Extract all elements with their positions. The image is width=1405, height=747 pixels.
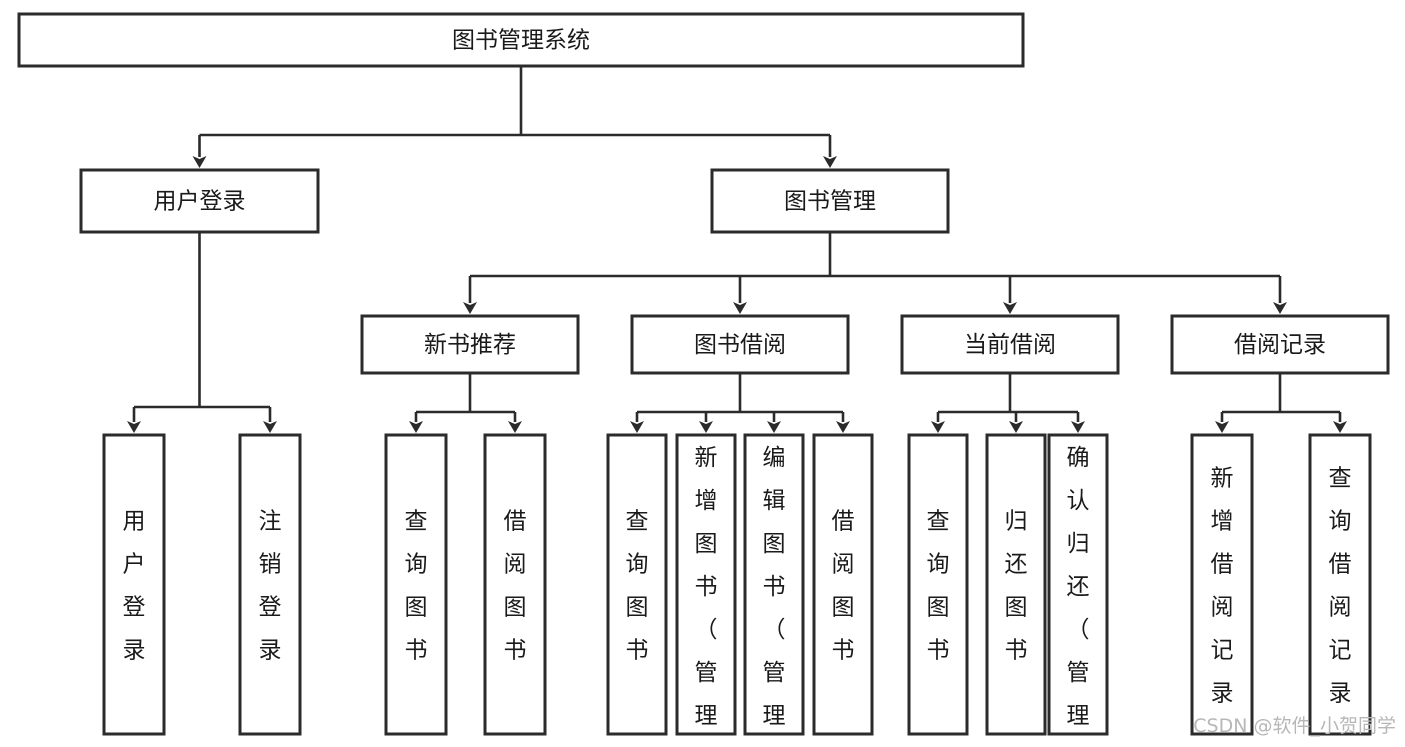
node-label: 图书管理系统	[452, 28, 590, 54]
node-label: 用户登录	[123, 509, 146, 664]
node-leaf-query-book-rec[interactable]: 查询图书	[384, 433, 448, 736]
nodes-layer: 图书管理系统用户登录图书管理新书推荐图书借阅当前借阅借阅记录用户登录注销登录查询…	[17, 12, 1390, 747]
node-label: 查询图书	[405, 509, 428, 664]
node-box	[900, 314, 1120, 375]
node-box	[985, 433, 1047, 736]
node-leaf-logout[interactable]: 注销登录	[238, 433, 302, 736]
node-leaf-add-record[interactable]: 新增借阅记录	[1190, 433, 1254, 736]
node-box	[606, 433, 668, 736]
node-box	[102, 433, 166, 736]
node-leaf-borrow-book-rec[interactable]: 借阅图书	[483, 433, 547, 736]
node-book-manage[interactable]: 图书管理	[710, 168, 950, 234]
node-box	[907, 433, 969, 736]
node-label: 图书管理	[784, 189, 876, 215]
node-leaf-return-book[interactable]: 归还图书	[985, 433, 1047, 736]
node-box	[1047, 433, 1109, 736]
node-box	[1190, 433, 1254, 736]
node-box	[384, 433, 448, 736]
node-new-book-rec[interactable]: 新书推荐	[360, 314, 580, 375]
node-label: 确认归还（管理员）	[1067, 445, 1090, 747]
node-box	[360, 314, 580, 375]
node-label: 查询借阅记录	[1329, 466, 1352, 707]
connectors-layer	[127, 66, 1347, 433]
node-borrow-record[interactable]: 借阅记录	[1170, 314, 1390, 375]
node-label: 查询图书	[626, 509, 649, 664]
node-label: 图书借阅	[694, 332, 786, 358]
node-book-borrow[interactable]: 图书借阅	[630, 314, 850, 375]
node-box	[17, 12, 1025, 68]
node-leaf-add-book[interactable]: 新增图书（管理员）	[675, 433, 737, 747]
node-leaf-query-book-borrow[interactable]: 查询图书	[606, 433, 668, 736]
node-user-login[interactable]: 用户登录	[79, 168, 320, 234]
node-label: 新增图书（管理员）	[695, 445, 718, 747]
node-box	[710, 168, 950, 234]
node-current-borrow[interactable]: 当前借阅	[900, 314, 1120, 375]
node-box	[1308, 433, 1372, 736]
node-leaf-edit-book[interactable]: 编辑图书（管理员）	[743, 433, 805, 747]
node-label: 新增借阅记录	[1211, 466, 1234, 707]
node-box	[79, 168, 320, 234]
node-box	[743, 433, 805, 736]
node-root[interactable]: 图书管理系统	[17, 12, 1025, 68]
node-label: 归还图书	[1005, 509, 1028, 664]
node-leaf-confirm-return[interactable]: 确认归还（管理员）	[1047, 433, 1109, 747]
csdn-watermark: CSDN @软件_小贺同学	[1193, 715, 1396, 737]
node-box	[1170, 314, 1390, 375]
node-box	[675, 433, 737, 736]
node-label: 用户登录	[154, 189, 246, 215]
node-label: 借阅图书	[832, 509, 855, 664]
node-label: 注销登录	[259, 509, 282, 664]
node-label: 当前借阅	[964, 332, 1056, 358]
node-label: 借阅图书	[504, 509, 527, 664]
node-box	[483, 433, 547, 736]
node-label: 新书推荐	[424, 332, 516, 358]
node-box	[812, 433, 874, 736]
node-leaf-query-record[interactable]: 查询借阅记录	[1308, 433, 1372, 736]
node-leaf-user-login[interactable]: 用户登录	[102, 433, 166, 736]
node-box	[238, 433, 302, 736]
node-leaf-borrow-book[interactable]: 借阅图书	[812, 433, 874, 736]
node-leaf-query-book-current[interactable]: 查询图书	[907, 433, 969, 736]
node-label: 借阅记录	[1234, 332, 1326, 358]
node-label: 查询图书	[927, 509, 950, 664]
node-box	[630, 314, 850, 375]
